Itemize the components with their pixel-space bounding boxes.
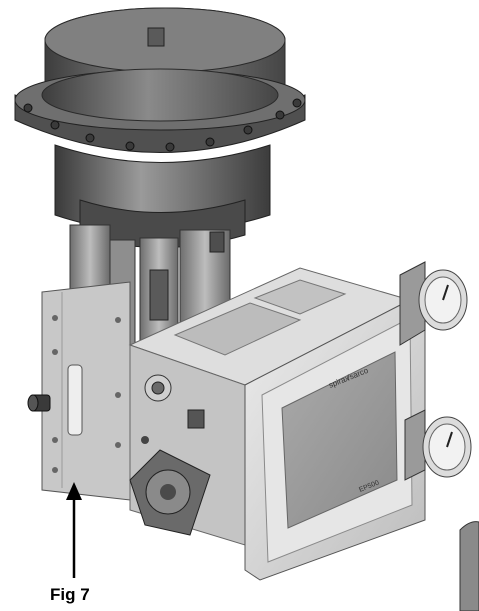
mounting-bracket xyxy=(27,281,131,501)
valve-body-partial xyxy=(459,521,479,611)
actuator-diaphragm-housing xyxy=(14,7,306,153)
display-window xyxy=(281,351,398,529)
pressure-gauge-icon xyxy=(399,261,472,481)
adjust-dials xyxy=(129,374,211,536)
figure-caption: Fig 7 xyxy=(50,585,90,604)
arrow-up-icon xyxy=(66,482,82,578)
